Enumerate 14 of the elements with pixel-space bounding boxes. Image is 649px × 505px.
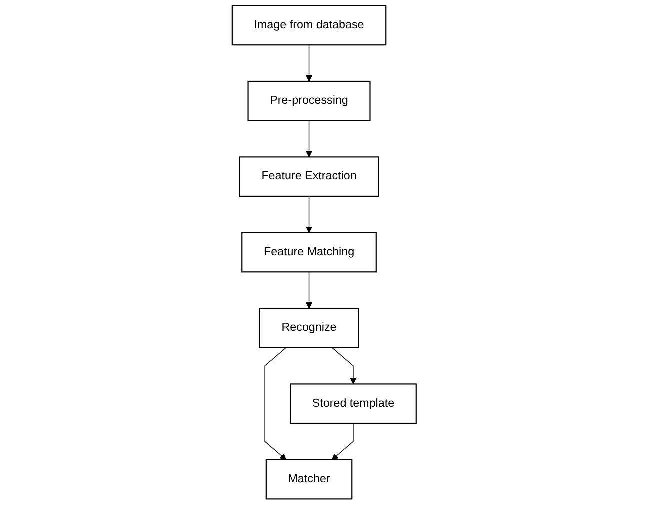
node-box: Feature Matching <box>242 232 378 273</box>
arrow <box>306 44 313 82</box>
arrow <box>306 120 313 158</box>
arrow <box>306 196 313 234</box>
node-box: Feature Extraction <box>239 156 380 198</box>
node-box: Recognize <box>259 308 360 348</box>
node-box: Stored template <box>290 384 418 424</box>
arrow <box>306 272 313 309</box>
arrow <box>332 423 354 460</box>
node-box: Matcher <box>266 459 353 500</box>
node-box: Image from database <box>232 5 387 46</box>
arrow <box>264 347 287 460</box>
arrow <box>332 347 357 384</box>
node-box: Pre-processing <box>248 80 371 122</box>
